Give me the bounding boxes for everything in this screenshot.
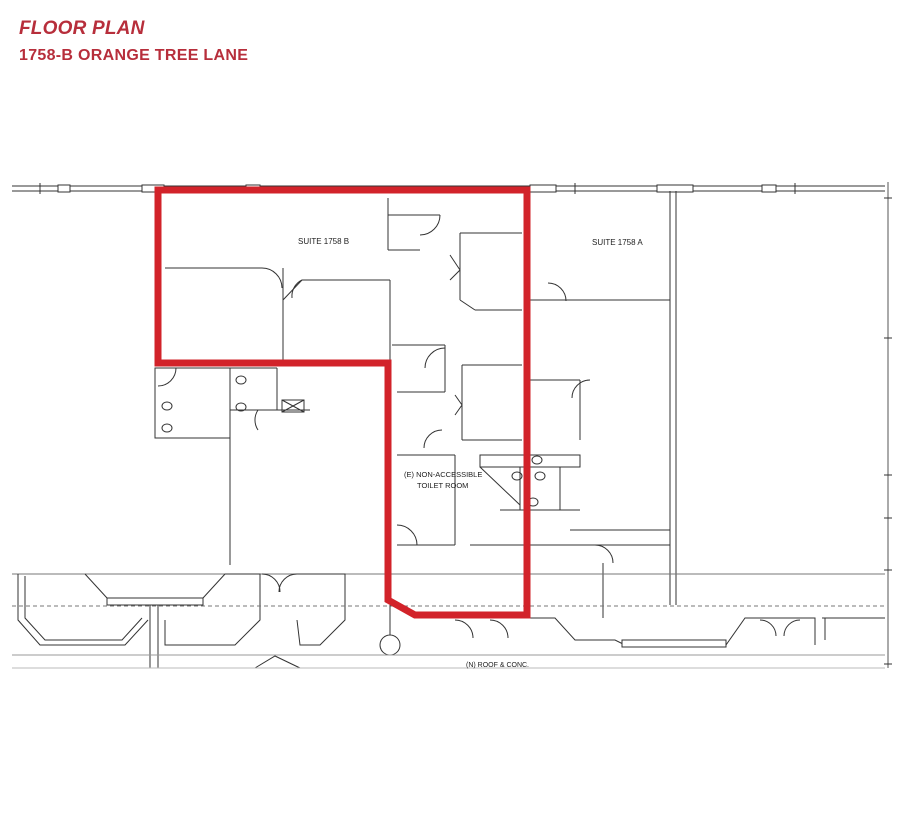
page-subtitle: 1758-B ORANGE TREE LANE	[19, 47, 249, 64]
suite-1758-b-outline	[154, 186, 531, 619]
toilet-room-label-line2: TOILET ROOM	[417, 481, 468, 490]
plan-annotations: SUITE 1758 B SUITE 1758 A (E) NON-ACCESS…	[298, 237, 643, 669]
page-title: FLOOR PLAN	[19, 18, 145, 39]
roof-label: (N) ROOF & CONC.	[466, 662, 529, 669]
suite-b-label: SUITE 1758 B	[298, 237, 349, 246]
plan-linework	[12, 182, 892, 669]
suite-a-label: SUITE 1758 A	[592, 238, 643, 247]
toilet-room-label-line1: (E) NON-ACCESSIBLE	[404, 470, 482, 479]
